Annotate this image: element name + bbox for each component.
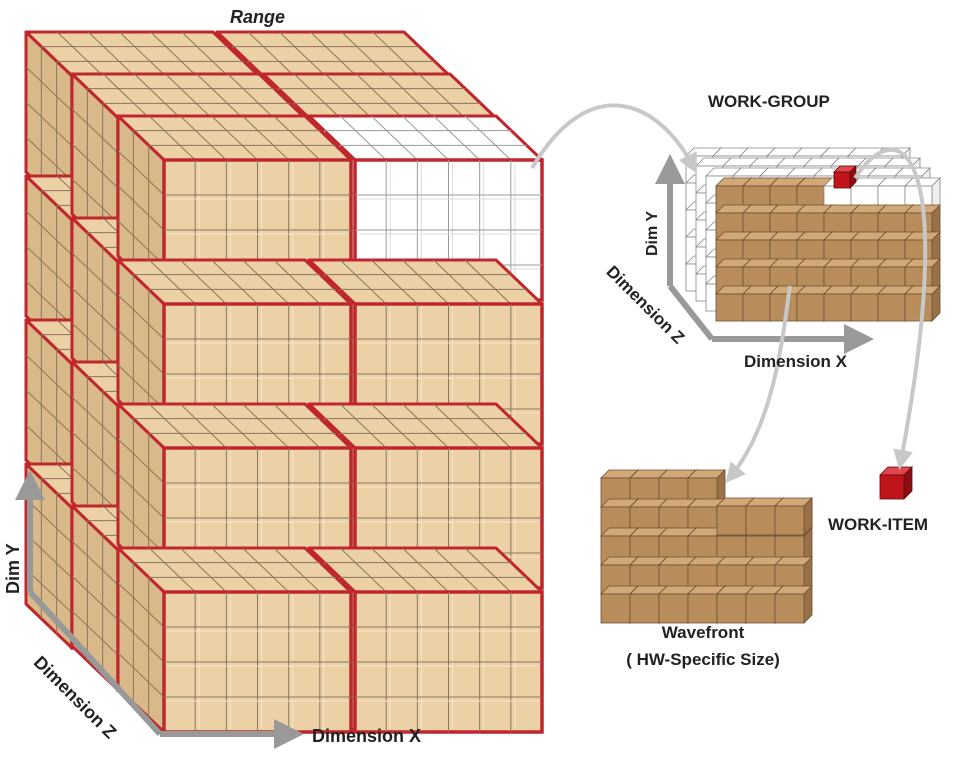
work-group-to-wavefront-curve	[725, 285, 792, 484]
range-cube	[24, 30, 544, 734]
wavefront-cube	[774, 585, 813, 624]
wavefront-title: Wavefront	[661, 623, 745, 642]
work-group-dim-y-label: Dim Y	[644, 210, 661, 256]
range-dim-y-label: Dim Y	[3, 543, 23, 594]
work-group-wavefront-cube	[904, 285, 941, 322]
work-group-highlighted-item	[833, 165, 857, 189]
range-block	[116, 546, 353, 734]
range-to-work-group-curve	[530, 103, 697, 174]
work-group-dimension-z-arrow	[667, 284, 715, 341]
range-dimension-z-arrow	[109, 689, 151, 729]
range-dimension-z-arrow	[27, 589, 163, 737]
work-group-title: WORK-GROUP	[708, 92, 830, 111]
wavefront-cubes	[600, 469, 813, 624]
wavefront-size-note: ( HW-Specific Size)	[626, 650, 780, 669]
work-item-title: WORK-ITEM	[828, 515, 929, 534]
work-group-dimension-x-label: Dimension X	[744, 352, 847, 371]
work-group-wavefront-cube	[796, 177, 833, 214]
work-item-cube	[879, 466, 913, 500]
work-group-wavefront-cube	[904, 231, 941, 268]
wavefront-cube	[687, 585, 726, 624]
work-item-to-item-curve	[853, 147, 928, 470]
work-item-cube	[879, 466, 913, 500]
work-group-cube	[685, 147, 941, 322]
axis-arrows	[14, 103, 928, 749]
range-dimension-x-label: Dimension X	[312, 726, 422, 746]
wavefront-cube	[774, 497, 813, 536]
range-title: Range	[230, 7, 286, 27]
